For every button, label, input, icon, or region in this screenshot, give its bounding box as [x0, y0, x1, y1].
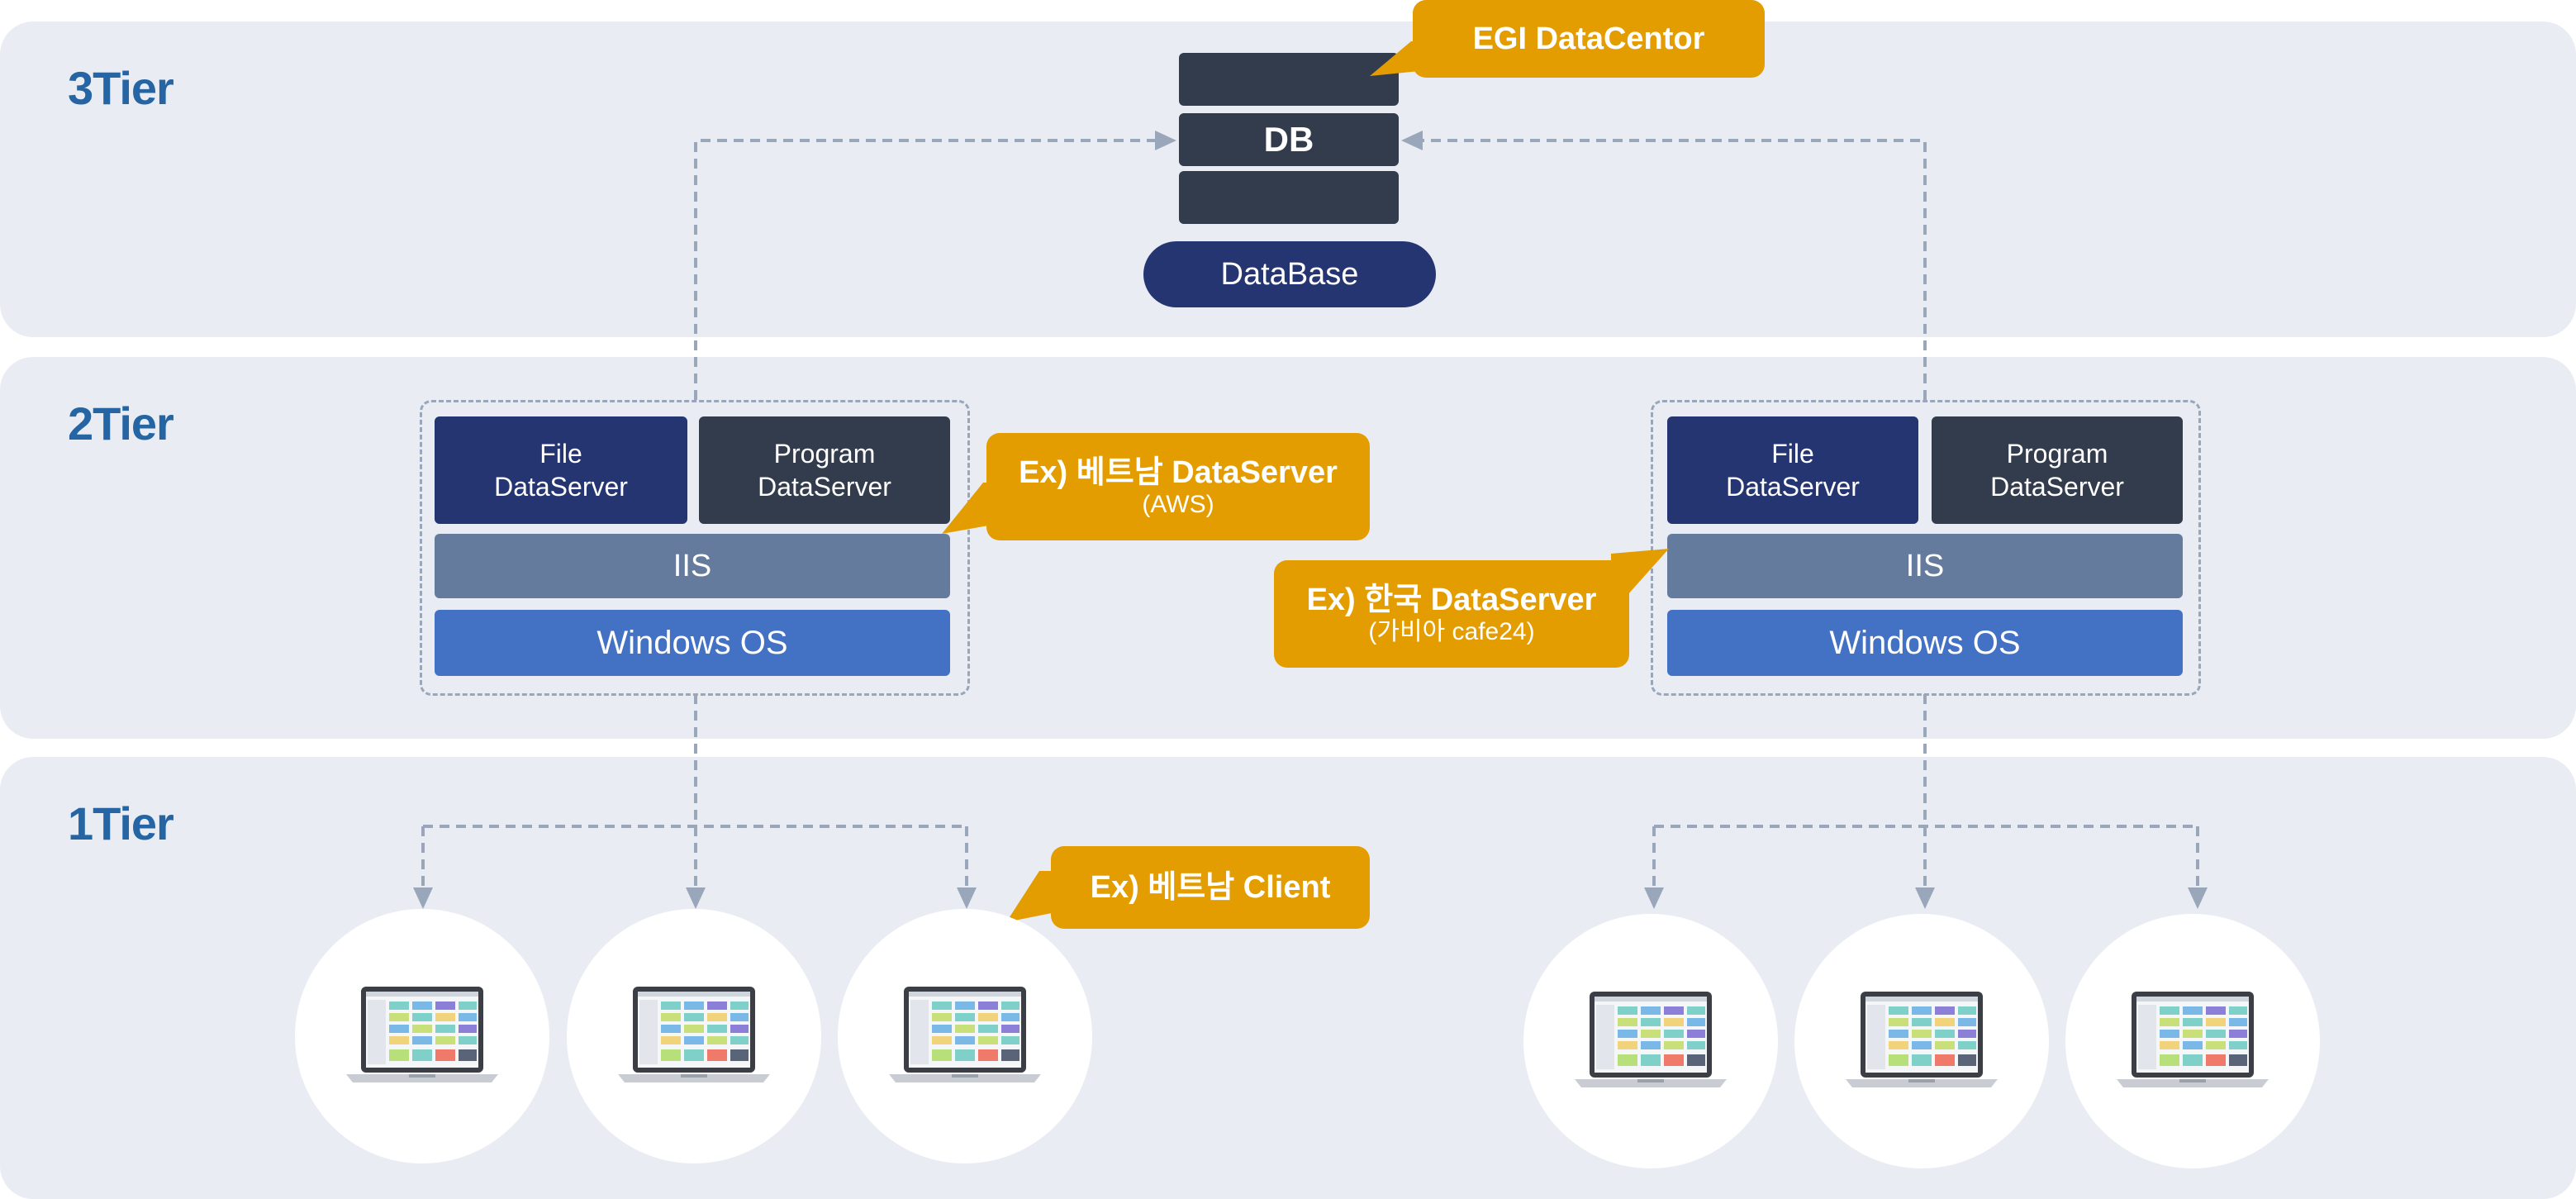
- left-client-1: [295, 909, 549, 1163]
- left-windows-os-label: Windows OS: [596, 625, 788, 661]
- db-slab-top: [1179, 53, 1399, 106]
- left-file-dataserver-label: File DataServer: [494, 439, 628, 502]
- client-callout-text: Ex) 베트남 Client: [1090, 870, 1331, 905]
- right-client-2: [1794, 914, 2049, 1168]
- laptop-icon: [1846, 992, 1998, 1087]
- left-iis: IIS: [435, 534, 950, 598]
- database-pill: DataBase: [1143, 241, 1436, 307]
- right-server-callout: Ex) 한국 DataServer (가비아 cafe24): [1274, 560, 1629, 668]
- right-file-dataserver-label: File DataServer: [1726, 439, 1860, 502]
- right-client-1: [1523, 914, 1778, 1168]
- right-server-callout-main: Ex) 한국 DataServer: [1306, 583, 1597, 617]
- right-to-db-connector: [1401, 131, 1927, 400]
- right-file-dataserver: File DataServer: [1667, 416, 1918, 524]
- left-server-callout-main: Ex) 베트남 DataServer: [1019, 455, 1338, 490]
- tier2-label: 2Tier: [68, 397, 174, 450]
- right-program-dataserver: Program DataServer: [1932, 416, 2183, 524]
- left-client-3: [838, 909, 1092, 1163]
- right-server-group: [1651, 400, 2201, 696]
- left-program-dataserver: Program DataServer: [699, 416, 950, 524]
- right-program-dataserver-label: Program DataServer: [1990, 439, 2124, 502]
- left-server-callout-sub: (AWS): [1142, 491, 1214, 518]
- right-windows-os-label: Windows OS: [1829, 625, 2021, 661]
- tier3-label: 3Tier: [68, 62, 174, 114]
- left-iis-label: IIS: [673, 549, 712, 583]
- left-windows-os: Windows OS: [435, 610, 950, 676]
- db-callout: EGI DataCentor: [1413, 0, 1765, 78]
- laptop-icon: [618, 987, 770, 1082]
- left-program-dataserver-label: Program DataServer: [758, 439, 891, 502]
- left-client-2: [567, 909, 821, 1163]
- left-file-dataserver: File DataServer: [435, 416, 687, 524]
- right-iis: IIS: [1667, 534, 2183, 598]
- left-server-callout: Ex) 베트남 DataServer (AWS): [986, 433, 1370, 540]
- right-windows-os: Windows OS: [1667, 610, 2183, 676]
- right-server-callout-sub: (가비아 cafe24): [1368, 618, 1535, 645]
- laptop-icon: [2117, 992, 2269, 1087]
- tier1-label: 1Tier: [68, 797, 174, 849]
- laptop-icon: [346, 987, 498, 1082]
- laptop-icon: [1575, 992, 1727, 1087]
- db-slab-bottom: [1179, 171, 1399, 224]
- db-slab-label: DB: [1179, 113, 1399, 166]
- db-callout-text: EGI DataCentor: [1472, 21, 1705, 56]
- client-callout: Ex) 베트남 Client: [1051, 846, 1370, 929]
- right-client-3: [2065, 914, 2320, 1168]
- right-iis-label: IIS: [1905, 549, 1945, 583]
- laptop-icon: [889, 987, 1041, 1082]
- left-to-db-connector: [694, 131, 1176, 400]
- left-server-group: [420, 400, 970, 696]
